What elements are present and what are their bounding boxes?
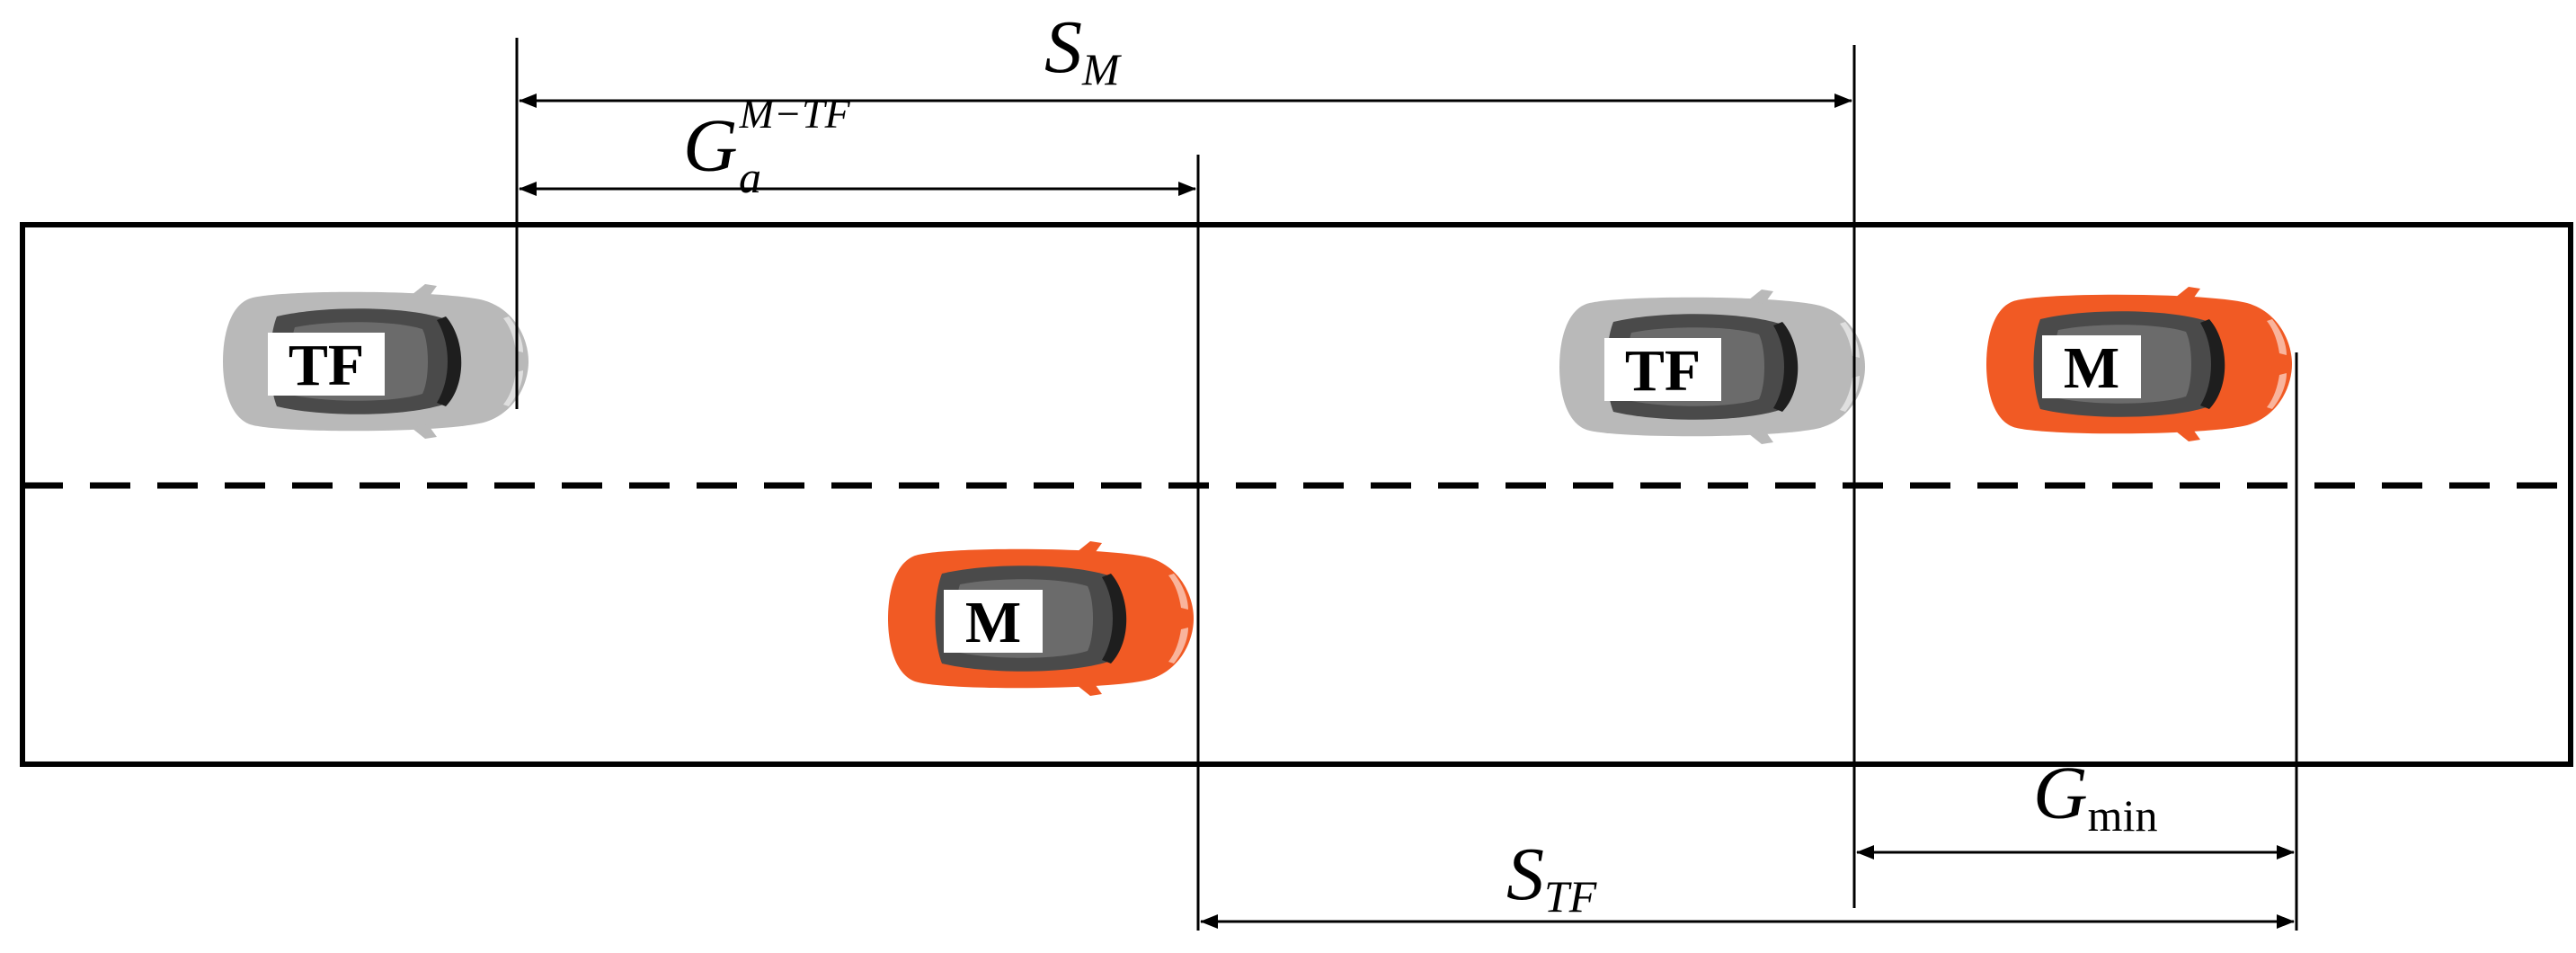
label-g-min: Gmin: [2033, 752, 2157, 841]
follower-car-right: TF: [1559, 289, 1865, 444]
reference-lines: [515, 38, 2298, 931]
label-s-tf: STF: [1506, 833, 1597, 922]
road-outline: [20, 222, 2573, 767]
car-label-box: [268, 333, 385, 396]
label-s-m: SM: [1044, 5, 1122, 94]
car-label-box: [1604, 338, 1721, 401]
merging-car-left: M: [888, 541, 1194, 696]
car-label-box: [2042, 335, 2141, 398]
car-label: TF: [1625, 338, 1701, 404]
merging-car-right: M: [1986, 287, 2292, 441]
car-label-box: [944, 590, 1043, 653]
follower-car-left: TF: [223, 284, 529, 439]
car-label: M: [2064, 335, 2119, 401]
car-label: TF: [289, 333, 364, 398]
car-label: M: [965, 590, 1021, 655]
